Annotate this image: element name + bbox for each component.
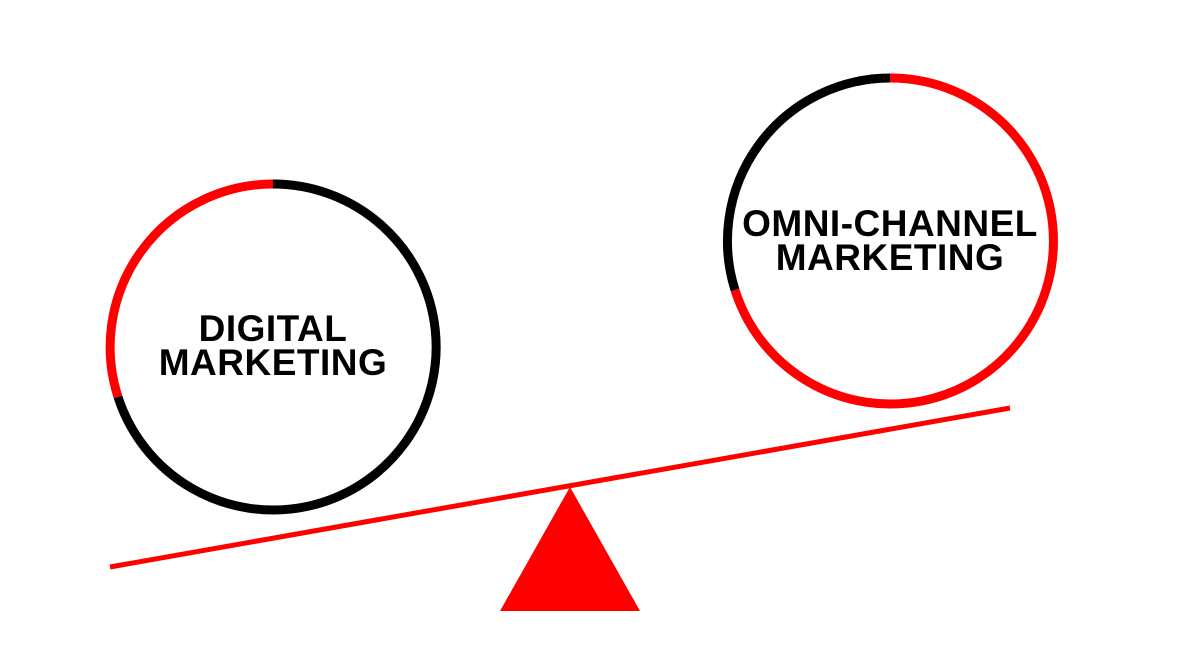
right-circle-label: OMNI-CHANNEL MARKETING [730, 203, 1050, 278]
right-label-line2: MARKETING [775, 237, 1005, 278]
left-circle-black-arc [113, 179, 441, 515]
left-circle-label: DIGITAL MARKETING [113, 308, 433, 383]
seesaw-fulcrum [500, 487, 640, 611]
left-label-line1: DIGITAL [198, 308, 348, 349]
left-label-line2: MARKETING [158, 342, 388, 383]
seesaw-beam [109, 405, 1011, 570]
left-circle-red-arc [105, 179, 274, 399]
right-circle-black-arc [722, 73, 891, 292]
right-label-line1: OMNI-CHANNEL [742, 203, 1038, 244]
right-circle-red-arc [730, 73, 1058, 409]
